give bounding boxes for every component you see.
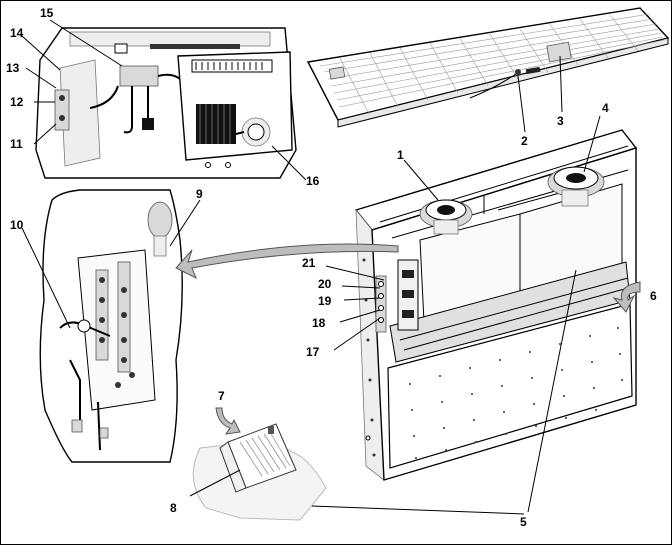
callout-19: 19 [318, 294, 332, 308]
callout-15: 15 [40, 6, 54, 20]
airflow-arrow-6 [612, 281, 641, 313]
callout-13: 13 [6, 61, 20, 75]
callout-1: 1 [397, 148, 404, 162]
callout-12: 12 [10, 95, 24, 109]
grille-fastener [515, 69, 521, 75]
callout-8: 8 [170, 501, 177, 515]
expansion-tank [147, 201, 173, 239]
detail-inset-left [39, 189, 183, 463]
callout-7: 7 [218, 389, 225, 403]
callout-11: 11 [10, 137, 23, 151]
callout-16: 16 [306, 174, 320, 188]
callout-18: 18 [312, 316, 326, 330]
leader-lines [21, 19, 601, 515]
callout-20: 20 [318, 277, 332, 291]
terminal-strip [375, 259, 419, 333]
fan-1 [419, 199, 473, 235]
grille-mesh [319, 13, 665, 115]
insert-arrow-7 [215, 407, 241, 435]
detail-inset-top [35, 27, 297, 179]
filter-label-plate [546, 41, 572, 63]
perforations [409, 327, 623, 459]
callout-14: 14 [10, 26, 24, 40]
callout-10: 10 [10, 218, 24, 232]
fan-2 [547, 166, 605, 207]
callout-2: 2 [521, 134, 528, 148]
drain-pan-module [192, 423, 327, 521]
callout-9: 9 [196, 187, 203, 201]
callout-5-bottom: 5 [520, 515, 527, 529]
callout-labels: 1 2 3 4 5 6 7 8 9 10 11 12 13 14 15 16 1… [6, 6, 657, 529]
callout-3: 3 [557, 114, 564, 128]
callout-17: 17 [306, 345, 320, 359]
main-unit [354, 129, 638, 481]
coil-block [196, 104, 236, 144]
callout-21: 21 [302, 256, 316, 270]
callout-4: 4 [602, 101, 609, 115]
detail-arrow-large [175, 243, 399, 280]
filter-grille-panel [306, 7, 670, 128]
valve-block [119, 65, 159, 87]
callout-6: 6 [650, 289, 657, 303]
